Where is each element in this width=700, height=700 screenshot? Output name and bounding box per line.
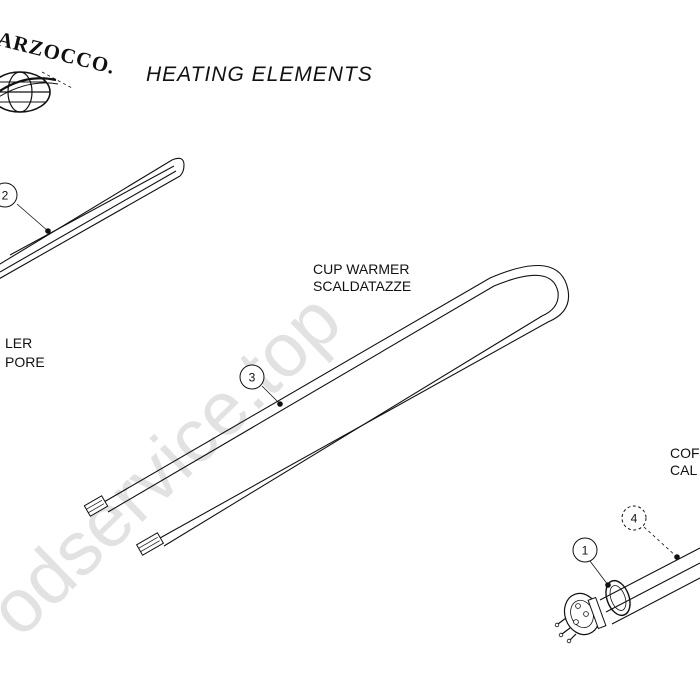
balloon-1: 1 xyxy=(572,537,598,563)
balloon-4: 4 xyxy=(621,505,647,531)
balloon-3: 3 xyxy=(239,364,265,390)
svg-text:2: 2 xyxy=(2,189,9,203)
brand-name: ARZOCCO. xyxy=(0,27,118,79)
callout-dot-4 xyxy=(674,554,680,560)
cup-warmer-label-line1: CUP WARMER xyxy=(313,261,409,277)
terminal-left xyxy=(83,495,109,517)
terminal-pins xyxy=(554,617,577,644)
flange-head xyxy=(563,592,607,636)
steam-boiler-label-line1: LER xyxy=(5,335,32,351)
gasket-ring xyxy=(605,579,631,617)
svg-text:1: 1 xyxy=(582,544,589,558)
coffee-boiler-element: 1 4 xyxy=(554,505,700,644)
coffee-boiler-label-line1: COF xyxy=(670,445,700,461)
svg-text:3: 3 xyxy=(249,371,256,385)
leader-line-3 xyxy=(261,385,281,405)
svg-text:4: 4 xyxy=(631,512,638,526)
leader-line-2 xyxy=(16,203,49,232)
callout-dot-1 xyxy=(605,582,611,588)
globe-icon xyxy=(0,71,73,113)
steam-boiler-element: 2 xyxy=(0,157,185,279)
watermark-text: odservice.top xyxy=(0,277,357,652)
balloon-2: 2 xyxy=(0,182,18,208)
leader-line-1 xyxy=(589,560,609,586)
cup-warmer-element: 3 xyxy=(83,265,570,556)
terminal-right xyxy=(135,532,165,556)
cup-warmer-label-line2: SCALDATAZZE xyxy=(313,278,411,294)
steam-boiler-label-line2: PORE xyxy=(5,354,45,370)
page-title: HEATING ELEMENTS xyxy=(146,63,373,86)
brand-logo: ARZOCCO. xyxy=(0,27,118,113)
coffee-boiler-label-line2: CAL xyxy=(670,462,697,478)
leader-line-4 xyxy=(643,526,678,558)
callout-dot-2 xyxy=(45,228,51,234)
callout-dot-3 xyxy=(277,401,283,407)
